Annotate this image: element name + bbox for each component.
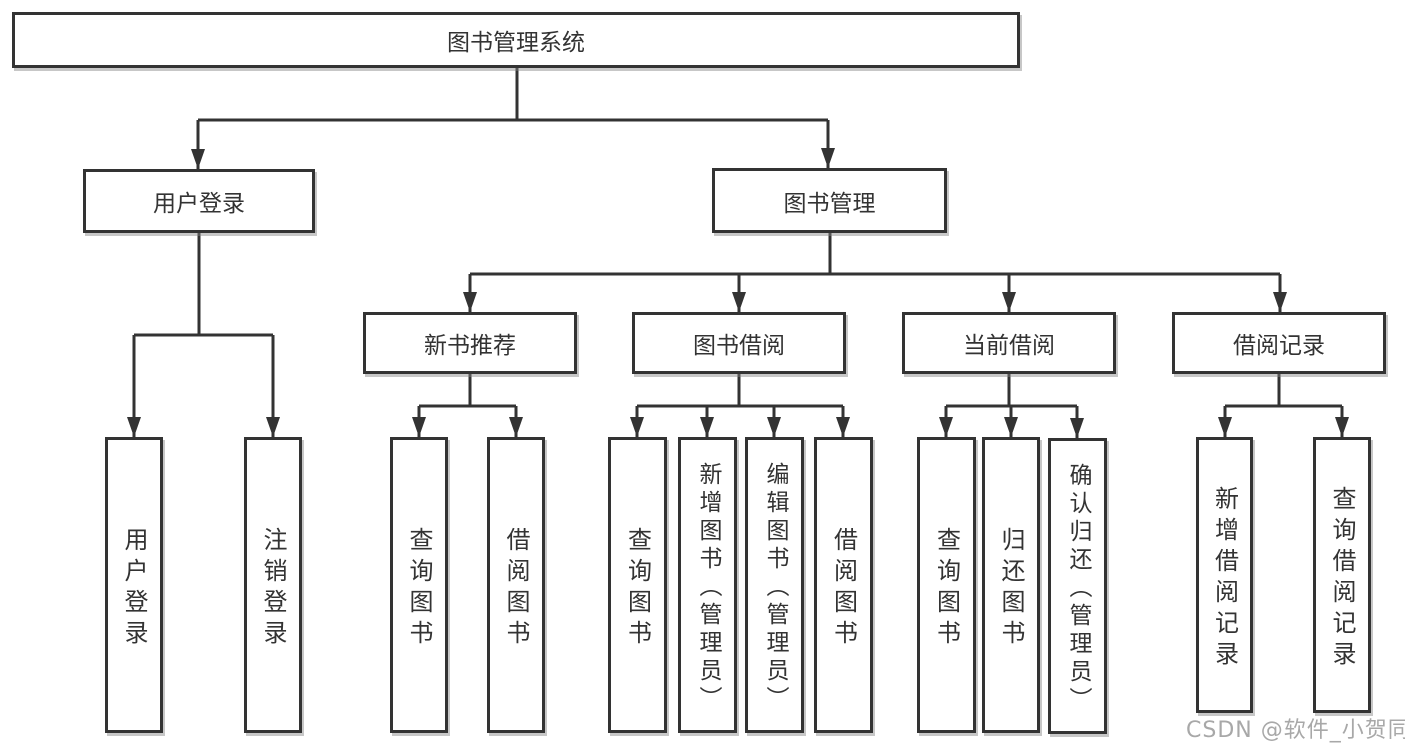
leaf-logout: 注销登录 <box>244 437 302 733</box>
node-new-book-recommend: 新书推荐 <box>363 312 577 374</box>
leaf-user-login: 用户登录 <box>105 437 163 733</box>
connector-book-borrowing-to-leaves <box>637 374 843 408</box>
node-book-borrowing: 图书借阅 <box>632 312 846 374</box>
connector-current-borrowing-to-leaves <box>946 374 1077 408</box>
leaf-return-books: 归还图书 <box>982 437 1040 733</box>
node-current-borrowing: 当前借阅 <box>902 312 1116 374</box>
node-borrowing-records-label: 借阅记录 <box>1233 333 1325 359</box>
node-user-login: 用户登录 <box>83 169 315 233</box>
leaf-confirm-return-admin-label: 确认归还（管理员） <box>1065 462 1091 715</box>
leaf-add-borrow-record-label: 新增借阅记录 <box>1210 485 1239 672</box>
leaf-query-borrow-record: 查询借阅记录 <box>1313 437 1371 713</box>
leaf-query-books-3: 查询图书 <box>917 437 976 733</box>
node-root: 图书管理系统 <box>12 12 1020 68</box>
connector-root-to-level2 <box>198 68 828 122</box>
csdn-watermark: CSDN @软件_小贺同学 <box>1186 718 1405 743</box>
node-root-label: 图书管理系统 <box>447 30 585 56</box>
leaf-query-books-1-label: 查询图书 <box>405 526 433 651</box>
leaf-borrow-books-1: 借阅图书 <box>487 437 545 733</box>
leaf-add-borrow-record: 新增借阅记录 <box>1196 437 1253 713</box>
leaf-query-books-2: 查询图书 <box>608 437 667 733</box>
node-book-management-label: 图书管理 <box>783 190 876 217</box>
node-current-borrowing-label: 当前借阅 <box>963 333 1055 359</box>
node-borrowing-records: 借阅记录 <box>1172 312 1386 374</box>
node-new-book-recommend-label: 新书推荐 <box>424 333 516 359</box>
leaf-user-login-label: 用户登录 <box>120 526 148 651</box>
connector-book-management-to-level3 <box>470 233 1280 276</box>
leaf-borrow-books-1-label: 借阅图书 <box>502 526 530 651</box>
leaf-borrow-books-2: 借阅图书 <box>814 437 873 733</box>
leaf-edit-books-admin-label: 编辑图书（管理员） <box>762 461 788 714</box>
leaf-query-books-1: 查询图书 <box>390 437 448 733</box>
leaf-query-books-3-label: 查询图书 <box>932 526 961 651</box>
leaf-return-books-label: 归还图书 <box>997 526 1025 651</box>
leaf-borrow-books-2-label: 借阅图书 <box>829 526 858 651</box>
leaf-logout-label: 注销登录 <box>259 526 287 651</box>
connector-user-login-to-leaves <box>134 233 273 337</box>
node-user-login-label: 用户登录 <box>153 191 245 217</box>
node-book-management: 图书管理 <box>712 168 947 233</box>
leaf-query-books-2-label: 查询图书 <box>623 526 652 651</box>
leaf-edit-books-admin: 编辑图书（管理员） <box>745 437 804 733</box>
node-book-borrowing-label: 图书借阅 <box>693 333 785 359</box>
leaf-confirm-return-admin: 确认归还（管理员） <box>1048 438 1107 734</box>
leaf-query-borrow-record-label: 查询借阅记录 <box>1328 485 1356 672</box>
leaf-add-books-admin-label: 新增图书（管理员） <box>695 461 721 714</box>
leaf-add-books-admin: 新增图书（管理员） <box>678 437 737 733</box>
connector-borrowing-records-to-leaves <box>1225 374 1342 408</box>
connector-new-book-recommend-to-leaves <box>419 374 516 408</box>
